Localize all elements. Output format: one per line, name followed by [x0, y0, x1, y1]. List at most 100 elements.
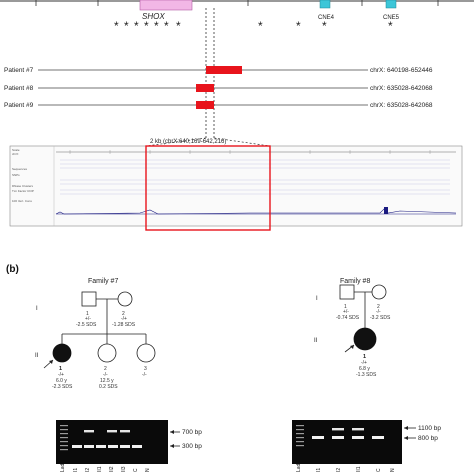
family-title: Family #8: [340, 278, 370, 285]
lane-label: II3: [121, 466, 127, 472]
gel-image: [56, 420, 168, 464]
svg-text:1: 1: [344, 304, 347, 310]
mother-circle: [117, 291, 133, 307]
svg-text:6.8 y: 6.8 y: [359, 366, 370, 372]
band-label: 800 bp: [418, 435, 438, 442]
gene-diagram: SHOX CNE4 CNE5 * * * * * * * * * * * Pat…: [0, 0, 474, 231]
svg-text:1: 1: [86, 311, 89, 317]
svg-text:1: 1: [363, 354, 366, 360]
family-title: Family #7: [88, 278, 118, 285]
lane-label: Lad: [60, 463, 66, 472]
band-1100: [332, 428, 344, 431]
band-800: [352, 436, 364, 439]
band-300: [84, 445, 94, 448]
star: *: [164, 19, 169, 33]
band-1100: [352, 428, 364, 431]
svg-text:-2.3 SDS: -2.3 SDS: [52, 384, 73, 390]
lane-label: II1: [356, 466, 362, 472]
affected-proband: [52, 343, 72, 363]
band-label: 300 bp: [182, 443, 202, 450]
cne4-box: [319, 0, 331, 9]
svg-text:-/+: -/+: [58, 372, 64, 378]
panel-b: (b) Family #7 I II 1 +/- -2.5 SDS 2 -/+ …: [6, 264, 441, 472]
gel-image: [292, 420, 402, 464]
cne5-label: CNE5: [383, 15, 400, 21]
svg-text:3: 3: [144, 366, 147, 372]
zoom-label: 2 kb (chrX:640,169-642,216): [150, 139, 226, 145]
band-300: [108, 445, 118, 448]
svg-text:+/-: +/-: [343, 309, 349, 315]
patient-coords: chrX: 635028-642068: [370, 102, 433, 109]
lane-label: II1: [97, 466, 103, 472]
lane-label: N: [145, 468, 151, 472]
star: *: [388, 19, 393, 33]
cne5-box: [385, 0, 397, 9]
band-800: [312, 436, 324, 439]
lane-label: II2: [109, 466, 115, 472]
star: *: [144, 19, 149, 33]
patient-row: Patient #7 chrX: 640198-652446: [4, 66, 433, 74]
svg-text:-3.2 SDS: -3.2 SDS: [370, 315, 391, 321]
lane-label: C: [133, 468, 139, 472]
band-300: [72, 445, 82, 448]
patient-label: Patient #9: [4, 102, 34, 109]
generation-label: I: [316, 296, 318, 302]
shox-box: [139, 0, 193, 11]
svg-text:-/+: -/+: [121, 316, 127, 322]
star: *: [124, 19, 129, 33]
shox-label: SHOX: [142, 12, 165, 21]
patient-row: Patient #9 chrX: 635028-642068: [4, 101, 433, 109]
patient-label: Patient #8: [4, 85, 34, 92]
svg-text:2: 2: [122, 311, 125, 317]
generation-label: II: [35, 353, 39, 359]
lane-label: I2: [336, 468, 342, 472]
svg-text:2: 2: [377, 304, 380, 310]
track-label: DNase Clusters: [12, 184, 34, 188]
track-label: Scale: [12, 148, 20, 152]
lane-label: C: [376, 468, 382, 472]
svg-text:-1.28 SDS: -1.28 SDS: [112, 322, 136, 328]
star: *: [322, 19, 327, 33]
father-square: [81, 291, 97, 307]
gel-family8: 1100 bp 800 bp Lad I1 I2 II1 C N: [292, 420, 441, 472]
mother-circle: [371, 284, 387, 300]
svg-text:-1.3 SDS: -1.3 SDS: [356, 372, 377, 378]
patient-coords: chrX: 640198-652446: [370, 67, 433, 74]
affected-proband: [353, 327, 377, 351]
panel-b-label: (b): [6, 264, 19, 275]
lane-label: Lad: [296, 463, 302, 472]
svg-text:-2.5 SDS: -2.5 SDS: [76, 322, 97, 328]
lane-label: I1: [316, 468, 322, 472]
band-700: [120, 430, 130, 433]
deletion-bar: [196, 101, 214, 109]
svg-text:6.0 y: 6.0 y: [56, 378, 67, 384]
star: *: [176, 19, 181, 33]
lane-label: I2: [85, 468, 91, 472]
star: *: [258, 19, 263, 33]
track-label: Txn Factor ChIP: [12, 189, 34, 193]
svg-text:-/-: -/-: [376, 309, 381, 315]
svg-text:-0.74 SDS: -0.74 SDS: [336, 315, 360, 321]
svg-text:-/-: -/-: [142, 372, 147, 378]
band-label: 1100 bp: [418, 425, 441, 432]
lane-label: I1: [73, 468, 79, 472]
band-800: [332, 436, 344, 439]
star: *: [114, 19, 119, 33]
generation-label: I: [36, 306, 38, 312]
star: *: [296, 19, 301, 33]
svg-text:0.2 SDS: 0.2 SDS: [99, 384, 118, 390]
svg-text:2: 2: [104, 366, 107, 372]
star: *: [134, 19, 139, 33]
band-800: [372, 436, 384, 439]
band-700: [107, 430, 117, 433]
track-label: SNPs: [12, 173, 20, 177]
patient-row: Patient #8 chrX: 635028-642068: [4, 84, 433, 92]
gel-family7: 700 bp 300 bp Lad I1 I2 II1 II2 II3 C N: [56, 420, 202, 472]
svg-text:-/+: -/+: [361, 360, 367, 366]
generation-label: II: [314, 338, 318, 344]
track-label: 100 Vert. Cons: [12, 199, 32, 203]
pedigree-family7: Family #7 I II 1 +/- -2.5 SDS 2 -/+ -1.2…: [35, 278, 156, 390]
star: *: [154, 19, 159, 33]
patient-label: Patient #7: [4, 67, 34, 74]
band-700: [84, 430, 94, 433]
